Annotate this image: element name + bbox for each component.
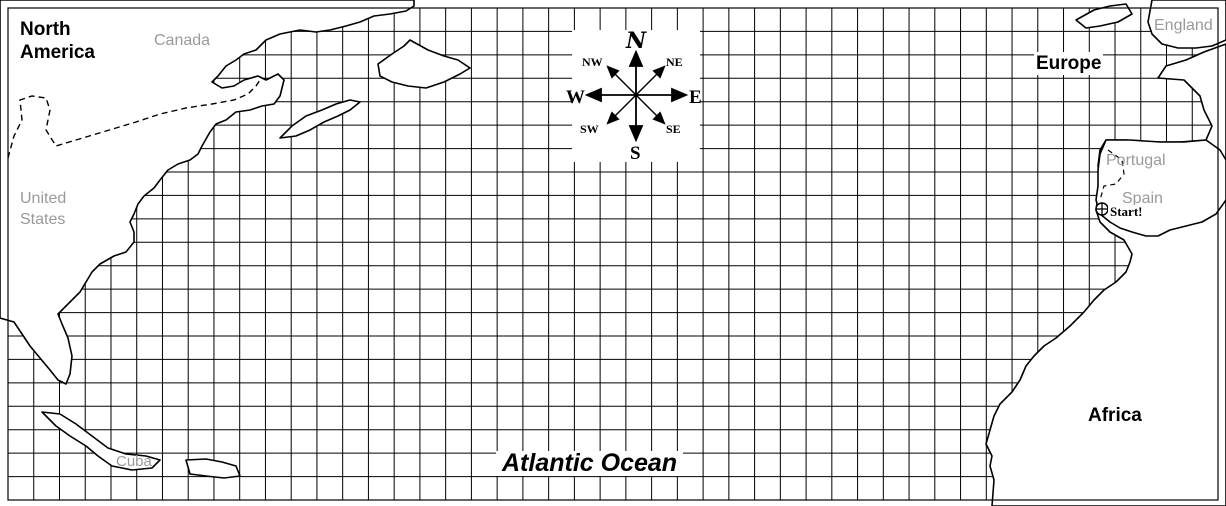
ocean-label: Atlantic Ocean: [496, 451, 684, 476]
portugal-spain-border: [1099, 149, 1125, 201]
europe-africa-land: [985, 43, 1226, 506]
map-frame: [7, 7, 1219, 501]
cuba-label: Cuba: [116, 453, 152, 470]
compass-rose: N S E W NE NW SE SW: [566, 28, 702, 164]
north-america-label: North America: [18, 18, 97, 65]
united-states-label: United States: [18, 189, 69, 231]
compass-west-label: W: [566, 87, 585, 108]
compass-north-label: N: [625, 28, 647, 54]
cuba-island: [41, 411, 161, 471]
compass-east-label: E: [689, 87, 702, 108]
compass-south-label: S: [630, 143, 641, 164]
spain-label: Spain: [1122, 190, 1163, 207]
compass-northwest-label: NW: [582, 55, 603, 69]
africa-label: Africa: [1088, 405, 1142, 426]
hispaniola-island: [185, 458, 241, 479]
north-america-land: [0, 0, 415, 385]
europe-label: Europe: [1034, 52, 1104, 76]
compass-southeast-label: SE: [666, 122, 681, 136]
portugal-label: Portugal: [1106, 152, 1166, 169]
compass-southwest-label: SW: [580, 122, 599, 136]
start-label: Start!: [1108, 204, 1145, 219]
nova-scotia-land: [279, 99, 361, 139]
newfoundland-island: [377, 39, 471, 89]
england-label: England: [1154, 17, 1213, 34]
compass-northeast-label: NE: [666, 55, 683, 69]
canada-label: Canada: [152, 31, 213, 52]
ireland-land: [1075, 3, 1133, 29]
start-marker-icon: [1095, 202, 1109, 216]
canada-us-border: [7, 79, 261, 159]
england-land: [1147, 0, 1226, 49]
